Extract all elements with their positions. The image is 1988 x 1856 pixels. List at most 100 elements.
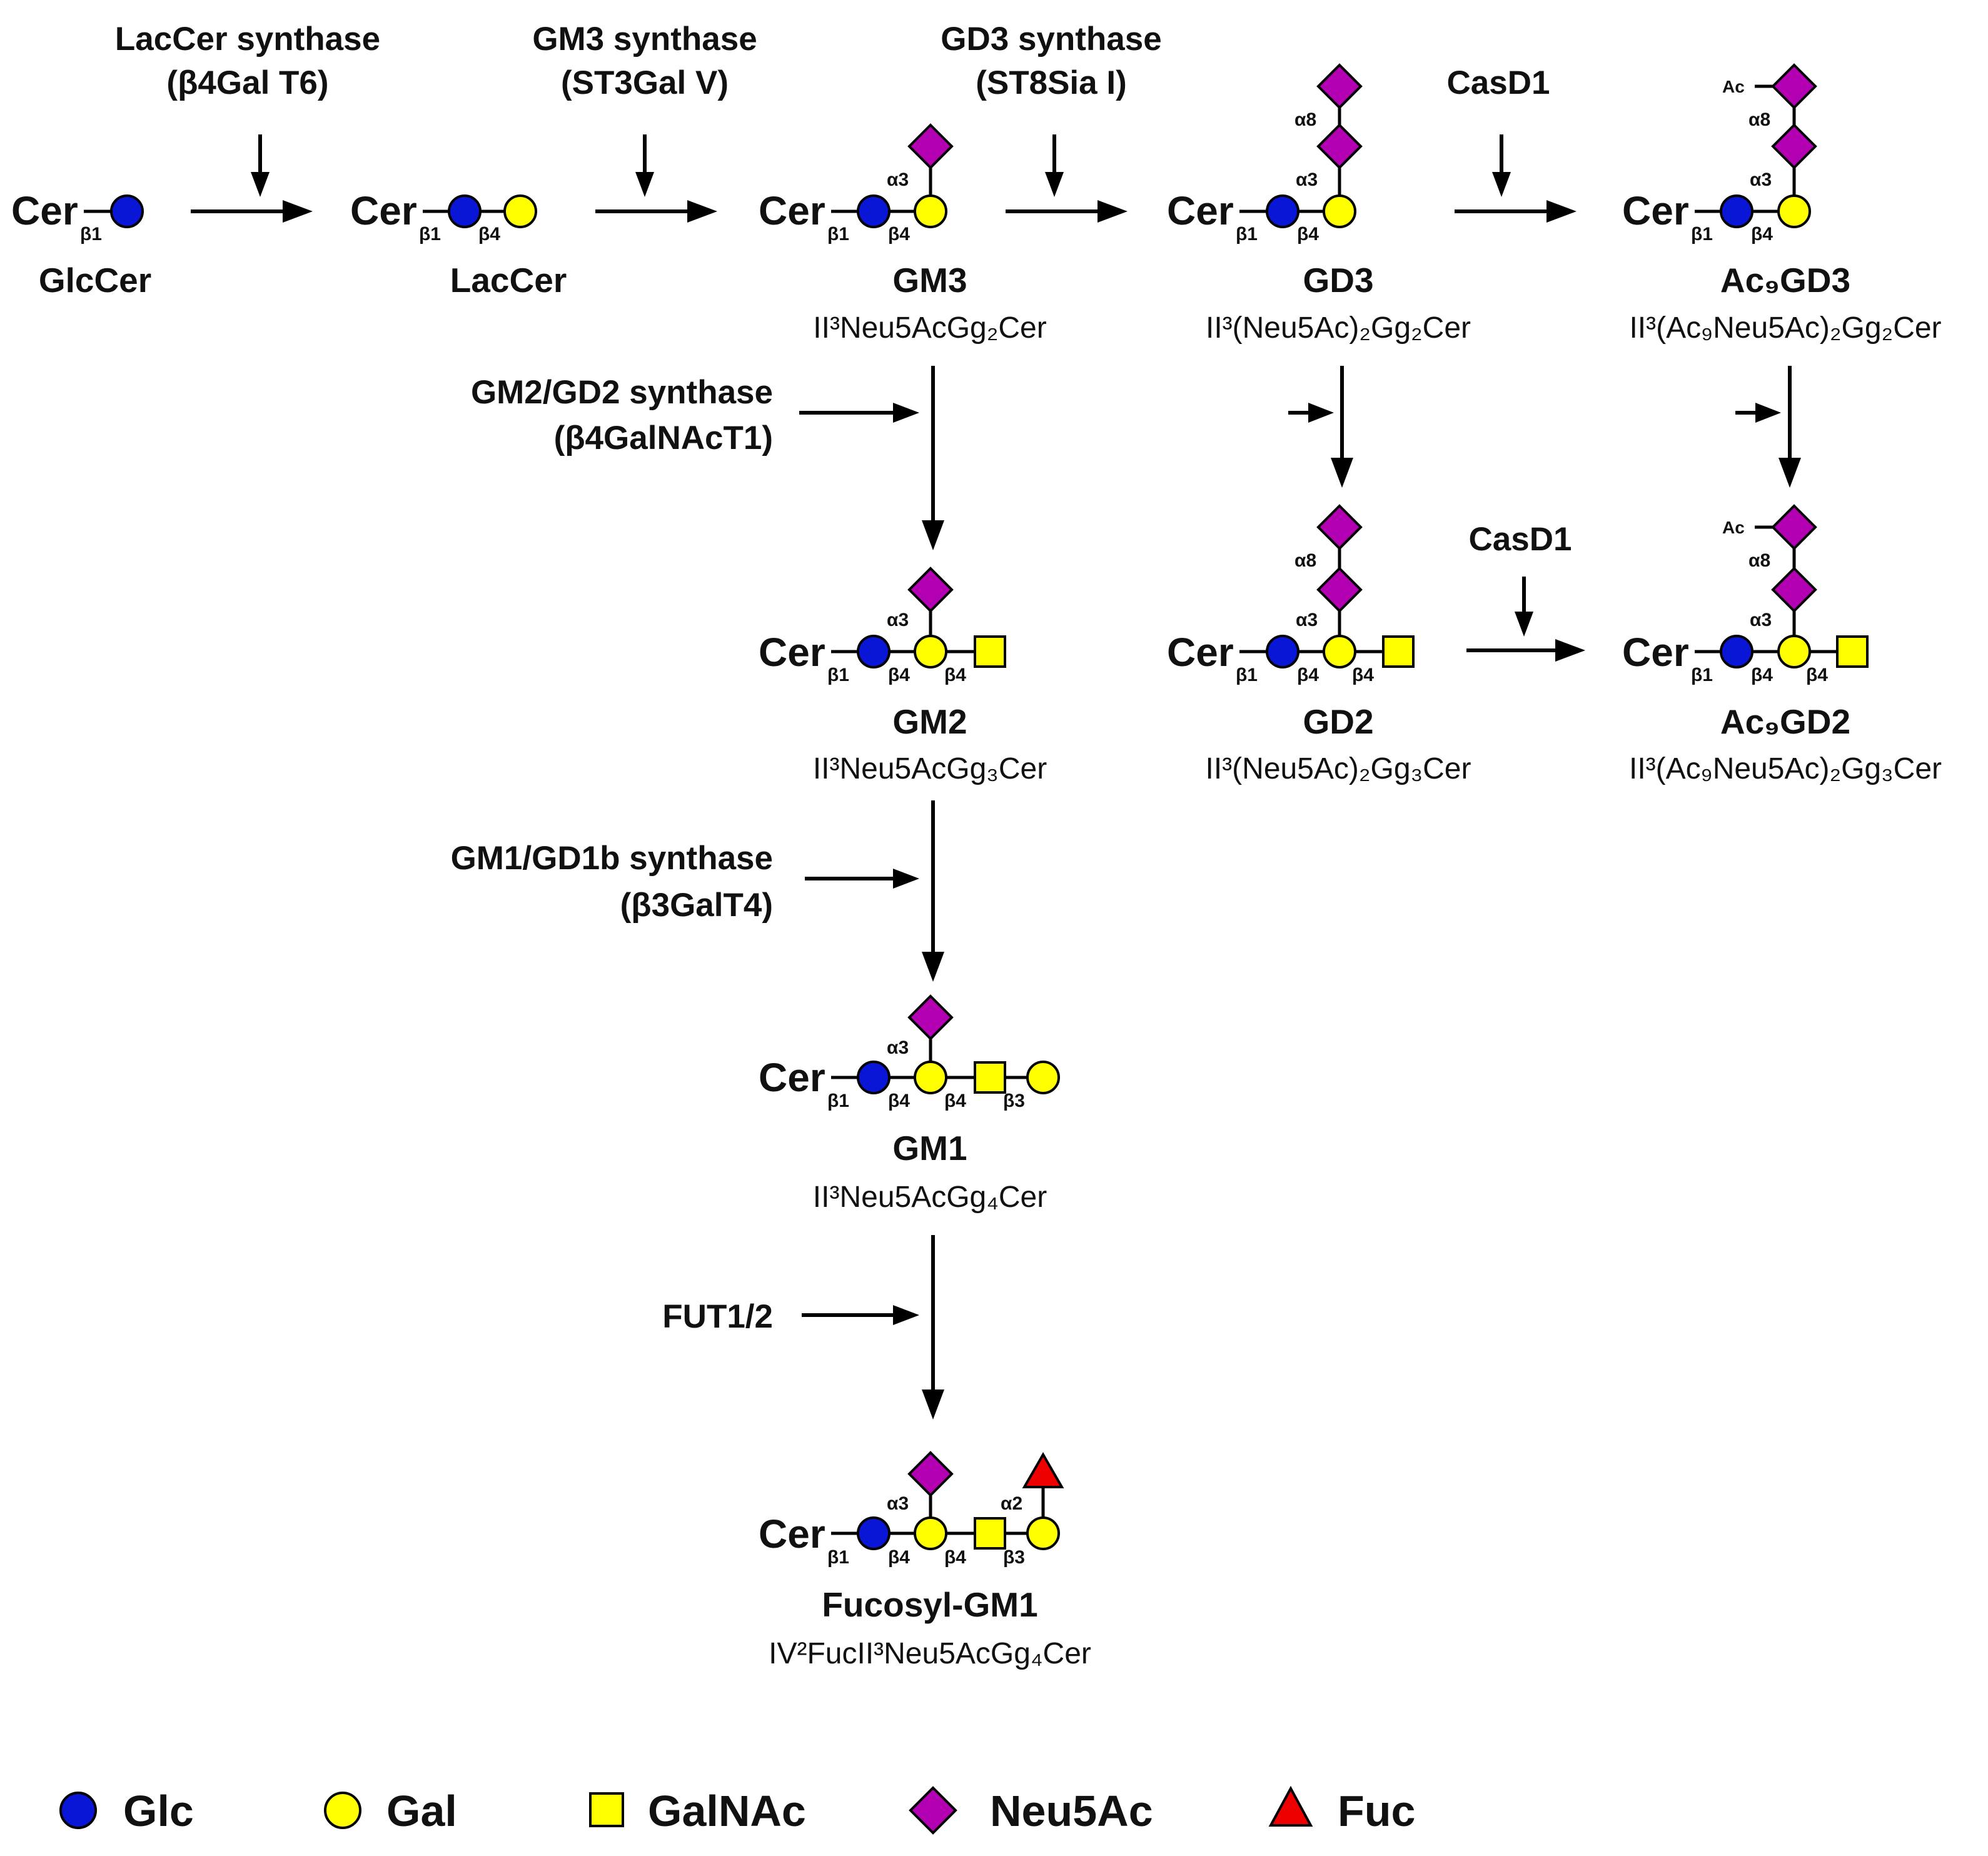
- legend-label: Glc: [123, 1787, 194, 1835]
- arrow-head: [1547, 200, 1577, 223]
- cer-label: Cer: [759, 188, 825, 233]
- compound-notation: II³(Neu5Ac)₂Gg₂Cer: [1206, 311, 1471, 345]
- enzyme-laccer-line1: LacCer synthase: [115, 21, 380, 58]
- gal-circle: [1026, 1061, 1060, 1094]
- cer-label: Cer: [1167, 630, 1234, 675]
- glc-circle: [857, 635, 891, 668]
- compound-notation: II³Neu5AcGg₂Cer: [813, 311, 1046, 345]
- compound-name: GM3: [892, 261, 967, 300]
- linkage-alpha8: α8: [1294, 109, 1316, 130]
- gal-circle: [914, 1516, 947, 1550]
- neu5ac-legend-diamond: [909, 1786, 957, 1835]
- legend-label: Fuc: [1338, 1787, 1415, 1835]
- compound-notation: IV²FucII³Neu5AcGg₄Cer: [769, 1637, 1091, 1670]
- linkage-alpha3: α3: [887, 1037, 909, 1058]
- linkage-beta4: β4: [888, 665, 910, 685]
- fuc-legend-triangle: [1268, 1785, 1313, 1827]
- linkage-beta1: β1: [1236, 665, 1258, 685]
- arrow-head: [922, 1389, 944, 1420]
- enzyme-casd1-mid: CasD1: [1469, 521, 1572, 558]
- compound-notation: II³(Ac₉Neu5Ac)₂Gg₃Cer: [1629, 752, 1942, 785]
- linkage-alpha2: α2: [1001, 1493, 1022, 1514]
- gal-circle: [914, 1061, 947, 1094]
- enzyme-gm1gd1b-synthase: GM1/GD1b synthase (β3GalT4): [451, 840, 773, 924]
- linkage-alpha3: α3: [887, 610, 909, 630]
- linkage-alpha8: α8: [1294, 550, 1316, 571]
- compound-ac9gd2: Cer β1 β4 β4 α3 α8 Ac Ac₉GD2 II³(Ac₉Neu5…: [1622, 504, 1942, 785]
- neu5ac-diamond: [907, 123, 954, 169]
- arrow-head: [1492, 172, 1511, 197]
- glc-circle: [110, 194, 144, 228]
- cer-label: Cer: [1167, 188, 1234, 233]
- cer-label: Cer: [759, 1511, 825, 1556]
- linkage-beta1: β1: [827, 1547, 849, 1568]
- linkage-alpha3: α3: [887, 1493, 909, 1514]
- legend: Glc Gal GalNAc Neu5Ac Fuc: [59, 1785, 1415, 1835]
- compound-name: GlcCer: [39, 261, 151, 300]
- legend-label: GalNAc: [648, 1787, 806, 1835]
- compound-name: GM2: [892, 702, 967, 741]
- linkage-alpha8: α8: [1748, 109, 1770, 130]
- arrow-head: [687, 200, 717, 223]
- arrow-head: [1308, 403, 1334, 423]
- compound-gm3: Cer β1 β4 α3 GM3 II³Neu5AcGg₂Cer: [759, 123, 1047, 345]
- linkage-beta1: β1: [1691, 224, 1713, 245]
- enzyme-gm3-line1: GM3 synthase: [532, 21, 757, 58]
- glc-circle: [857, 1061, 891, 1094]
- glc-circle: [857, 194, 891, 228]
- neu5ac-diamond: [907, 567, 954, 613]
- enzyme-gm1gd1b-line1: GM1/GD1b synthase: [451, 840, 773, 877]
- neu5ac-diamond: [1316, 567, 1363, 613]
- linkage-beta4: β4: [888, 224, 910, 245]
- linkage-alpha3: α3: [1296, 169, 1318, 190]
- cer-label: Cer: [1622, 630, 1689, 675]
- linkage-beta1: β1: [419, 224, 441, 245]
- enzyme-casd1-top: CasD1: [1447, 64, 1550, 101]
- arrow-head: [1515, 612, 1533, 637]
- compound-name: GD3: [1303, 261, 1373, 300]
- glc-circle: [448, 194, 482, 228]
- linkage-beta4: β4: [1297, 224, 1319, 245]
- cer-label: Cer: [1622, 188, 1689, 233]
- cer-label: Cer: [350, 188, 417, 233]
- linkage-beta4: β4: [1352, 665, 1374, 685]
- gal-circle: [1323, 194, 1356, 228]
- linkage-beta4: β4: [888, 1547, 910, 1568]
- neu5ac-diamond: [907, 1451, 954, 1497]
- arrow-head: [893, 869, 919, 889]
- enzyme-laccer-synthase: LacCer synthase (β4Gal T6): [115, 21, 380, 101]
- compound-laccer: Cer β1 β4 LacCer: [350, 188, 567, 300]
- compound-gd3: Cer β1 β4 α3 α8 GD3 II³(Neu5Ac)₂Gg₂Cer: [1167, 63, 1471, 345]
- linkage-beta3: β3: [1003, 1547, 1025, 1568]
- compound-gm1: Cer β1 β4 β4 β3 α3 GM1 II³Neu5AcGg₄Cer: [759, 994, 1060, 1214]
- neu5ac-diamond: [1316, 63, 1363, 109]
- glc-legend-circle: [59, 1792, 97, 1829]
- arrow-head: [922, 952, 944, 982]
- legend-label: Gal: [386, 1787, 457, 1835]
- neu5ac-diamond: [907, 994, 954, 1041]
- gal-circle: [1323, 635, 1356, 668]
- enzyme-gd3-synthase: GD3 synthase (ST8Sia I): [941, 21, 1161, 101]
- linkage-beta4: β4: [1751, 224, 1773, 245]
- enzyme-gd3-line1: GD3 synthase: [941, 21, 1161, 58]
- neu5ac-diamond: [1316, 504, 1363, 550]
- galnac-square: [974, 635, 1006, 668]
- linkage-beta3: β3: [1003, 1091, 1025, 1111]
- legend-item-neu5ac: Neu5Ac: [909, 1786, 1153, 1835]
- legend-item-galnac: GalNAc: [589, 1787, 806, 1835]
- arrow-head: [1097, 200, 1128, 223]
- compound-name: Ac₉GD2: [1720, 702, 1850, 741]
- neu5ac-diamond: [1771, 63, 1817, 109]
- linkage-beta1: β1: [1691, 665, 1713, 685]
- compound-name: GM1: [892, 1129, 967, 1168]
- cer-label: Cer: [11, 188, 78, 233]
- linkage-beta4: β4: [944, 1547, 966, 1568]
- glc-circle: [1720, 194, 1753, 228]
- compound-notation: II³Neu5AcGg₃Cer: [813, 752, 1047, 785]
- compound-fucosyl-gm1: Cer β1 β4 β4 β3 α3 α2 Fucosyl-GM1 IV²Fuc…: [759, 1451, 1091, 1670]
- compound-gd2: Cer β1 β4 β4 α3 α8 GD2 II³(Neu5Ac)₂Gg₃Ce…: [1167, 504, 1471, 785]
- compound-name: GD2: [1303, 702, 1373, 741]
- galnac-square: [974, 1517, 1006, 1550]
- enzyme-laccer-line2: (β4Gal T6): [166, 64, 328, 101]
- neu5ac-diamond: [1316, 123, 1363, 169]
